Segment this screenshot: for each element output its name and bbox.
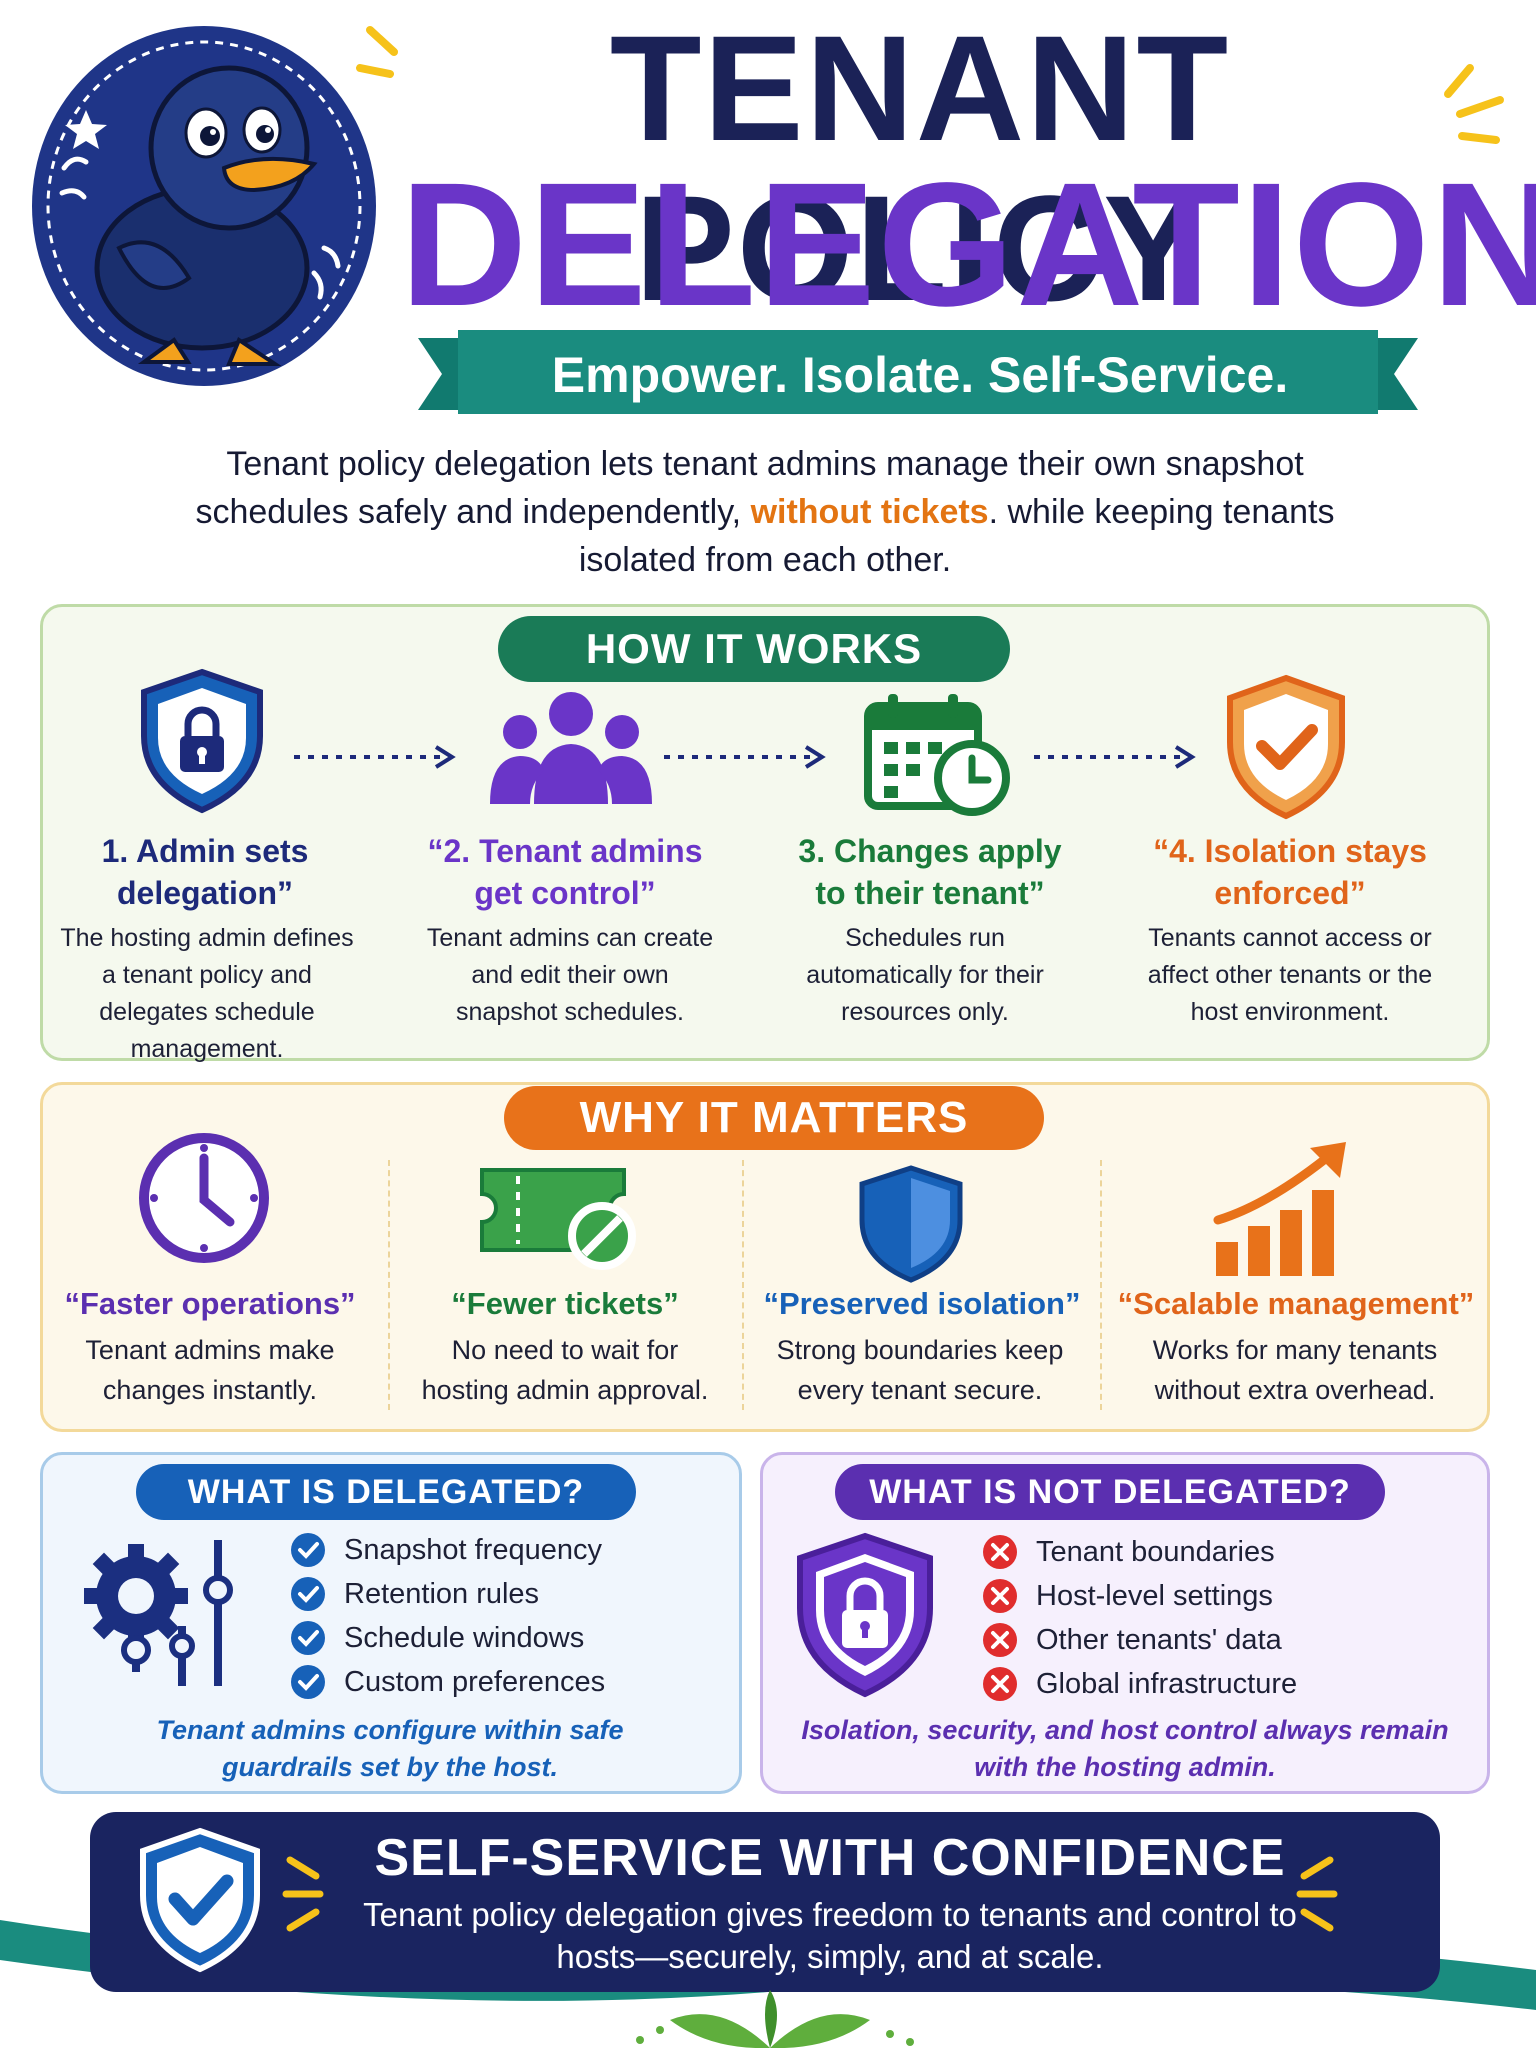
- how-it-works-heading: HOW IT WORKS: [498, 616, 1010, 682]
- gear-sliders-icon: [84, 1540, 233, 1686]
- list-item: Host-level settings: [982, 1574, 1402, 1618]
- list-item: Other tenants' data: [982, 1618, 1402, 1662]
- shield-check-icon: [1227, 674, 1345, 820]
- why-3-desc: Strong boundaries keep every tenant secu…: [776, 1335, 1064, 1405]
- ticket-cancel-icon: [480, 1168, 636, 1270]
- calendar-clock-icon: [864, 694, 1010, 816]
- sparkle-lines-icon: [282, 1856, 324, 1932]
- x-circle-icon: [983, 1579, 1017, 1613]
- step-4-title: “4. Isolation stays enforced”: [1153, 833, 1427, 911]
- why-1-desc: Tenant admins make changes instantly.: [85, 1335, 335, 1405]
- check-circle-icon: [291, 1665, 325, 1699]
- why-2-desc: No need to wait for hosting admin approv…: [421, 1335, 709, 1405]
- sparkle-lines-icon: [1296, 1856, 1338, 1932]
- list-item: Schedule windows: [290, 1616, 710, 1660]
- not-delegated-note: Isolation, security, and host control al…: [801, 1715, 1449, 1782]
- sparkle-lines-icon: [1444, 64, 1504, 144]
- delegated-list: Snapshot frequency Retention rules Sched…: [290, 1528, 710, 1704]
- list-item: Tenant boundaries: [982, 1530, 1402, 1574]
- shield-lock-icon: [141, 668, 263, 814]
- step-3-desc: Schedules run automatically for their re…: [806, 924, 1044, 1026]
- shield-icon: [859, 1165, 963, 1283]
- shield-check-icon: [140, 1827, 260, 1973]
- list-item: Custom preferences: [290, 1660, 710, 1704]
- dotted-arrow-icon: [1034, 745, 1196, 769]
- intro-paragraph: Tenant policy delegation lets tenant adm…: [195, 445, 1335, 579]
- list-item: Retention rules: [290, 1572, 710, 1616]
- banner-title: SELF-SERVICE WITH CONFIDENCE: [374, 1829, 1286, 1887]
- tagline-ribbon: [418, 330, 1418, 414]
- dotted-arrow-icon: [664, 745, 826, 769]
- divider: [1100, 1160, 1102, 1410]
- shield-lock-icon: [797, 1532, 933, 1698]
- delegated-heading: WHAT IS DELEGATED?: [136, 1464, 636, 1520]
- not-delegated-heading: WHAT IS NOT DELEGATED?: [835, 1464, 1385, 1520]
- why-1-title: “Faster operations”: [64, 1286, 356, 1321]
- why-it-matters-heading: WHY IT MATTERS: [504, 1086, 1044, 1150]
- step-2-desc: Tenant admins can create and edit their …: [426, 924, 714, 1026]
- sprout-leaves-icon: [636, 1990, 914, 2048]
- page-title-line2: DELEGATION: [400, 147, 1536, 343]
- dotted-arrow-icon: [294, 745, 456, 769]
- why-2-title: “Fewer tickets”: [451, 1286, 679, 1321]
- x-circle-icon: [983, 1623, 1017, 1657]
- delegated-note: Tenant admins configure within safe guar…: [156, 1715, 624, 1782]
- divider: [742, 1160, 744, 1410]
- check-circle-icon: [291, 1621, 325, 1655]
- step-1-title: 1. Admin sets delegation”: [101, 833, 309, 911]
- step-2-title: “2. Tenant admins get control”: [427, 833, 703, 911]
- banner-text: Tenant policy delegation gives freedom t…: [363, 1896, 1297, 1975]
- step-4-desc: Tenants cannot access or affect other te…: [1147, 924, 1433, 1026]
- tagline: Empower. Isolate. Self-Service.: [551, 347, 1289, 403]
- growth-chart-icon: [1213, 1142, 1346, 1276]
- duck-mascot-badge: [32, 26, 376, 386]
- why-4-desc: Works for many tenants without extra ove…: [1152, 1335, 1438, 1405]
- why-3-title: “Preserved isolation”: [763, 1286, 1081, 1321]
- step-1-desc: The hosting admin defines a tenant polic…: [60, 924, 354, 1063]
- list-item: Snapshot frequency: [290, 1528, 710, 1572]
- why-4-title: “Scalable management”: [1117, 1286, 1475, 1321]
- divider: [388, 1160, 390, 1410]
- intro-highlight: without tickets: [750, 493, 989, 531]
- list-item: Global infrastructure: [982, 1662, 1402, 1706]
- page-title-line1: TENANT POLICY: [609, 4, 1231, 332]
- check-circle-icon: [291, 1577, 325, 1611]
- people-icon: [490, 692, 652, 804]
- x-circle-icon: [983, 1667, 1017, 1701]
- x-circle-icon: [983, 1535, 1017, 1569]
- check-circle-icon: [291, 1533, 325, 1567]
- sparkle-lines-icon: [356, 26, 398, 78]
- clock-icon: [139, 1133, 269, 1263]
- not-delegated-list: Tenant boundaries Host-level settings Ot…: [982, 1530, 1402, 1706]
- step-3-title: 3. Changes apply to their tenant”: [798, 833, 1062, 911]
- confidence-banner: [90, 1812, 1440, 1992]
